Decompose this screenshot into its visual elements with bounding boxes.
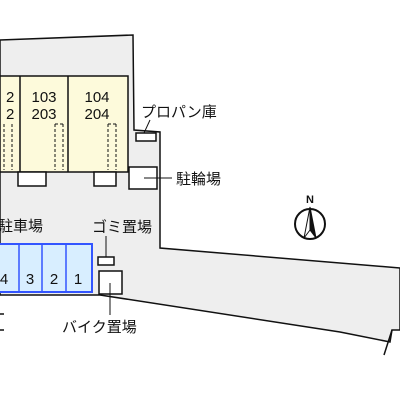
- propane-label: プロパン庫: [141, 103, 217, 121]
- entrance-step: [93, 171, 117, 187]
- leader-line: [143, 119, 151, 134]
- propane-storage: [135, 132, 157, 142]
- building: [0, 75, 129, 173]
- north-arrow-icon: [294, 206, 326, 240]
- unit-top-number: 104: [84, 89, 109, 106]
- unit-top-number: 2: [6, 89, 14, 106]
- motorcycle-parking-label: バイク置場: [62, 318, 137, 336]
- unit-top-number: 103: [31, 89, 56, 106]
- stair-outline: [107, 123, 117, 170]
- unit-bottom-number: 2: [6, 106, 14, 123]
- entrance-step: [17, 171, 47, 187]
- stair-outline: [54, 123, 64, 170]
- road-edge-line: [383, 329, 393, 356]
- parking-space-number: 2: [50, 271, 58, 288]
- parking-space-number: 4: [0, 271, 8, 288]
- garbage-area: [97, 256, 115, 266]
- stair-outline: [3, 124, 13, 170]
- unit-bottom-number: 203: [31, 106, 56, 123]
- garbage-area-label: ゴミ置場: [92, 218, 152, 236]
- north-label: N: [306, 194, 314, 206]
- bicycle-parking-label: 駐輪場: [176, 170, 221, 188]
- parking-label: 駐車場: [0, 217, 43, 235]
- unit-bottom-number: 204: [84, 106, 109, 123]
- parking-space-number: 3: [26, 271, 34, 288]
- parking-area: [0, 243, 93, 293]
- parking-space-number: 1: [74, 271, 82, 288]
